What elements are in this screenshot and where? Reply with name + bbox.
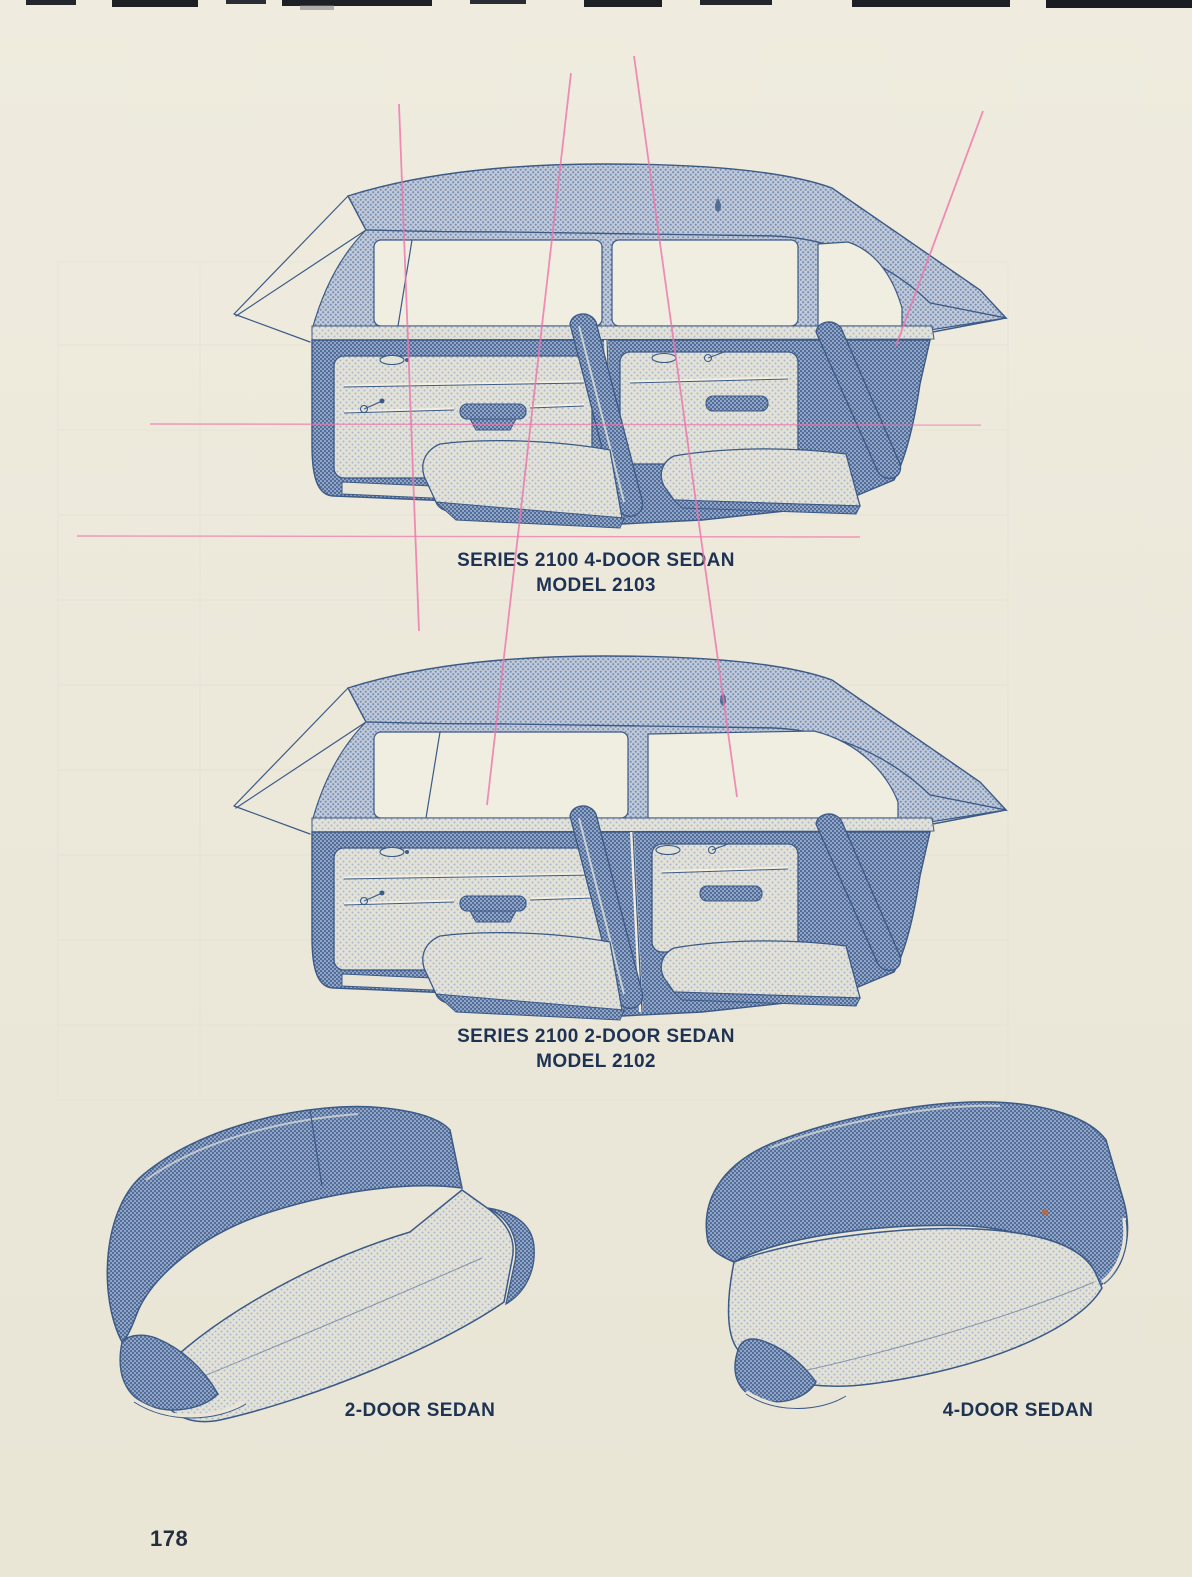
caption-line: SERIES 2100 4-DOOR SEDAN — [457, 550, 735, 571]
two-door-interior-illustration — [233, 655, 1008, 1021]
armrest — [459, 895, 527, 912]
print-speck — [1042, 1209, 1048, 1215]
chrome-trim — [744, 1390, 846, 1409]
front-door-window — [373, 239, 603, 327]
caption-line: MODEL 2103 — [536, 575, 656, 596]
armrest — [459, 403, 527, 420]
figure-caption-2door-sedan: SERIES 2100 2-DOOR SEDAN MODEL 2102 — [0, 1024, 1192, 1074]
armrest — [699, 885, 763, 902]
front-seat — [422, 313, 644, 529]
cushion-end-roll — [487, 1207, 535, 1306]
door-handle — [379, 354, 405, 366]
seat-caption-4door: 4-DOOR SEDAN — [818, 1398, 1192, 1423]
four-door-interior-illustration — [233, 163, 1008, 529]
door-window — [373, 731, 629, 819]
quarter-trim-panel — [651, 843, 799, 953]
seat-back — [106, 1105, 463, 1344]
front-seat — [422, 805, 644, 1021]
door-handle — [651, 352, 677, 364]
caption-line: 4-DOOR SEDAN — [942, 1400, 1094, 1421]
caption-line: MODEL 2102 — [536, 1051, 656, 1072]
page-number: 178 — [150, 1526, 189, 1551]
rear-door-window — [611, 239, 799, 327]
chrome-trim — [132, 1398, 246, 1418]
seat-side-skirt — [119, 1334, 247, 1419]
belt-molding — [311, 817, 935, 833]
vent-window-divider — [425, 731, 441, 819]
seat-back-seam — [309, 1109, 323, 1187]
chrome-trim — [1100, 1217, 1127, 1284]
rear-seat — [660, 813, 902, 1007]
scan-edge-artifacts — [26, 0, 1192, 10]
caption-line: SERIES 2100 2-DOOR SEDAN — [457, 1026, 735, 1047]
seat-side-skirt — [734, 1338, 847, 1409]
caption-line: 2-DOOR SEDAN — [344, 1400, 496, 1421]
rear-door-panel — [619, 351, 799, 465]
seat-caption-2door: 2-DOOR SEDAN — [220, 1398, 620, 1423]
two-door-front-seat-illustration — [106, 1105, 535, 1423]
door-handle — [655, 844, 681, 856]
figure-caption-4door-sedan: SERIES 2100 4-DOOR SEDAN MODEL 2103 — [0, 548, 1192, 598]
package-shelf-line — [933, 810, 1003, 825]
four-door-front-seat-illustration — [705, 1101, 1129, 1409]
seat-back — [705, 1101, 1129, 1288]
armrest — [705, 395, 769, 412]
door-handle — [379, 846, 405, 858]
